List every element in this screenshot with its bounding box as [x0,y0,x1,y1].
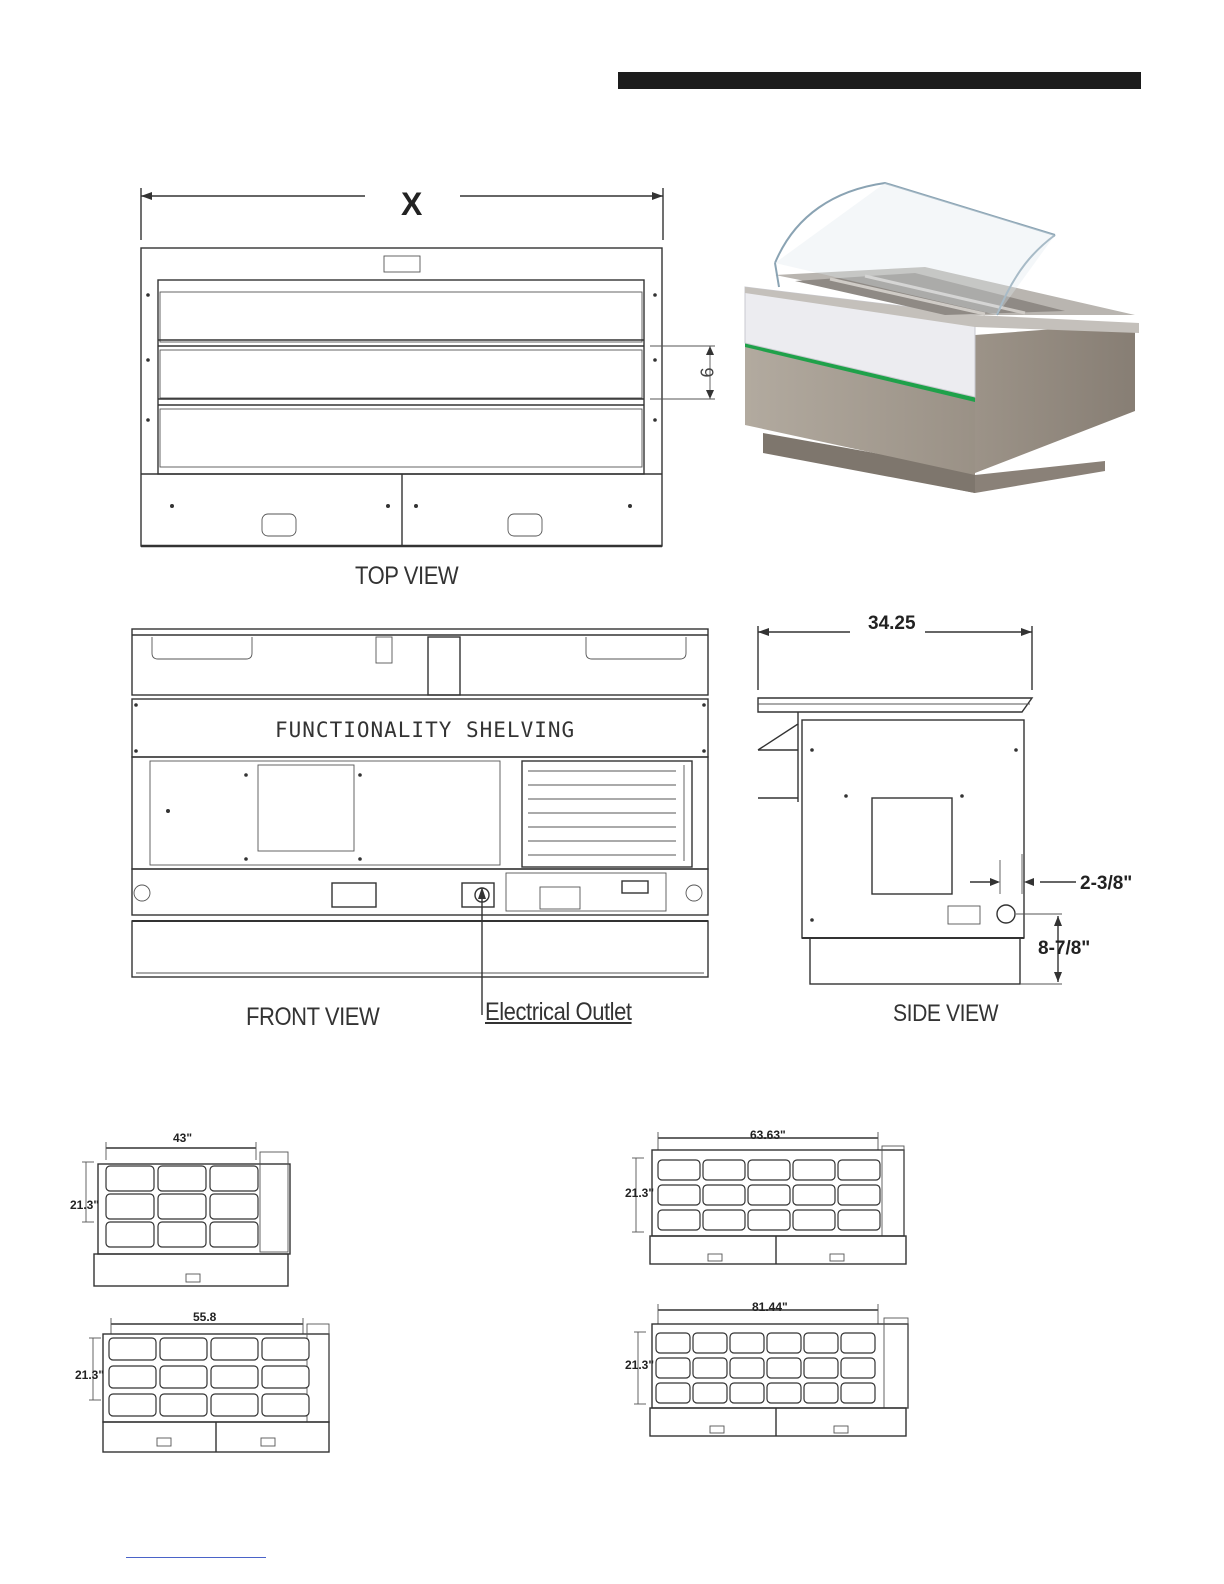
pan-config-width-label: 43" [173,1131,192,1145]
pan-config-depth-label: 21.3" [625,1358,654,1372]
pan-config-depth-label: 21.3" [75,1368,104,1382]
side-view-depth-dimension: 34.25 [868,613,916,635]
header-bar [618,72,1141,89]
front-view-panel-text: FUNCTIONALITY SHELVING [275,718,575,742]
pan-config-drawing [75,1308,335,1458]
pan-config-55-8: 55.8 21.3" [75,1308,335,1458]
pan-config-width-label: 63.63" [750,1128,786,1142]
front-view-drawing [128,625,713,985]
outlet-height-dimension: 8-7/8" [1038,938,1090,960]
pan-config-81-44: 81.44" 21.3" [620,1300,920,1445]
pan-config-width-label: 55.8 [193,1310,216,1324]
front-view-label: FRONT VIEW [246,1003,379,1032]
pan-config-63-63: 63.63" 21.3" [620,1128,910,1273]
side-view-label: SIDE VIEW [893,1000,998,1028]
top-view-label: TOP VIEW [355,562,458,591]
pan-config-width-label: 81.44" [752,1300,788,1314]
outlet-offset-dimension: 2-3/8" [1080,873,1132,895]
top-view-drawing [130,180,675,560]
pan-config-drawing [70,1128,300,1293]
pan-config-depth-label: 21.3" [70,1198,99,1212]
electrical-outlet-callout: Electrical Outlet [485,998,632,1027]
pan-config-43: 43" 21.3" [70,1128,300,1293]
top-view-depth-dimension: 6 [698,367,719,377]
pan-config-depth-label: 21.3" [625,1186,654,1200]
footer-link-underline[interactable] [126,1557,266,1558]
product-render [735,175,1142,515]
pan-config-drawing [620,1128,910,1273]
pan-config-drawing [620,1300,920,1445]
top-view-width-dimension: X [401,186,422,223]
